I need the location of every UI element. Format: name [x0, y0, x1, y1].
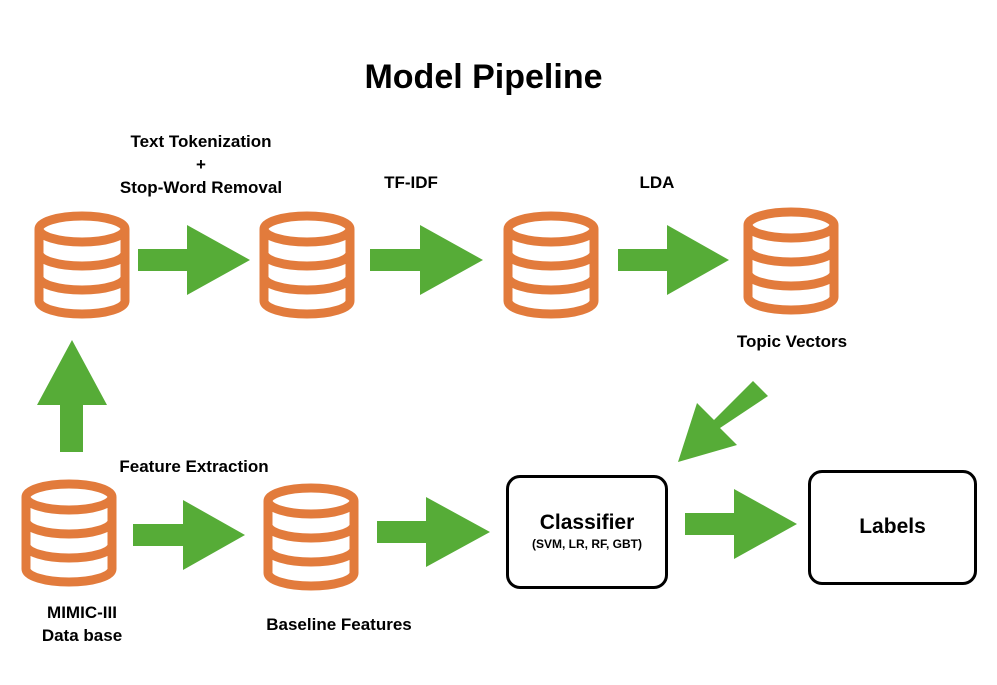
arrow-right-icon	[370, 225, 483, 295]
mimic-database-label: MIMIC-III Data base	[22, 601, 142, 647]
tokenization-label: Text Tokenization + Stop-Word Removal	[86, 130, 316, 199]
mimic-label-line2: Data base	[41, 626, 123, 645]
arrow-right-icon	[377, 497, 490, 567]
arrow-diagonal-icon	[678, 381, 768, 462]
arrow-right-icon	[685, 489, 797, 559]
topic-vectors-label: Topic Vectors	[736, 332, 848, 351]
labels-box-title: Labels	[859, 515, 926, 538]
diagram-title: Model Pipeline	[364, 58, 603, 96]
arrow-right-icon	[618, 225, 729, 295]
tokenization-label-line1: Text Tokenization	[130, 132, 272, 151]
arrow-up-icon	[37, 340, 107, 452]
classifier-title: Classifier	[539, 511, 635, 534]
classifier-subtitle: (SVM, LR, RF, GBT)	[532, 537, 642, 551]
classifier-box: Classifier (SVM, LR, RF, GBT)	[506, 475, 668, 589]
lda-label: LDA	[639, 173, 675, 192]
arrow-right-icon	[133, 500, 245, 570]
baseline-features-label: Baseline Features	[266, 615, 412, 634]
baseline-features-database-icon	[268, 488, 354, 586]
tfidf-database-icon	[508, 216, 594, 314]
feature-extraction-label: Feature Extraction	[119, 457, 269, 476]
labels-box: Labels	[808, 470, 977, 585]
mimic-database-icon	[26, 484, 112, 582]
tokenization-label-line2: +	[196, 155, 206, 174]
tokenized-text-database-icon	[264, 216, 350, 314]
mimic-label-line1: MIMIC-III	[47, 603, 117, 622]
raw-text-database-icon	[39, 216, 125, 314]
tokenization-label-line3: Stop-Word Removal	[119, 178, 283, 197]
topic-vectors-database-icon	[748, 212, 834, 310]
arrow-right-icon	[138, 225, 250, 295]
tfidf-label: TF-IDF	[384, 173, 438, 192]
